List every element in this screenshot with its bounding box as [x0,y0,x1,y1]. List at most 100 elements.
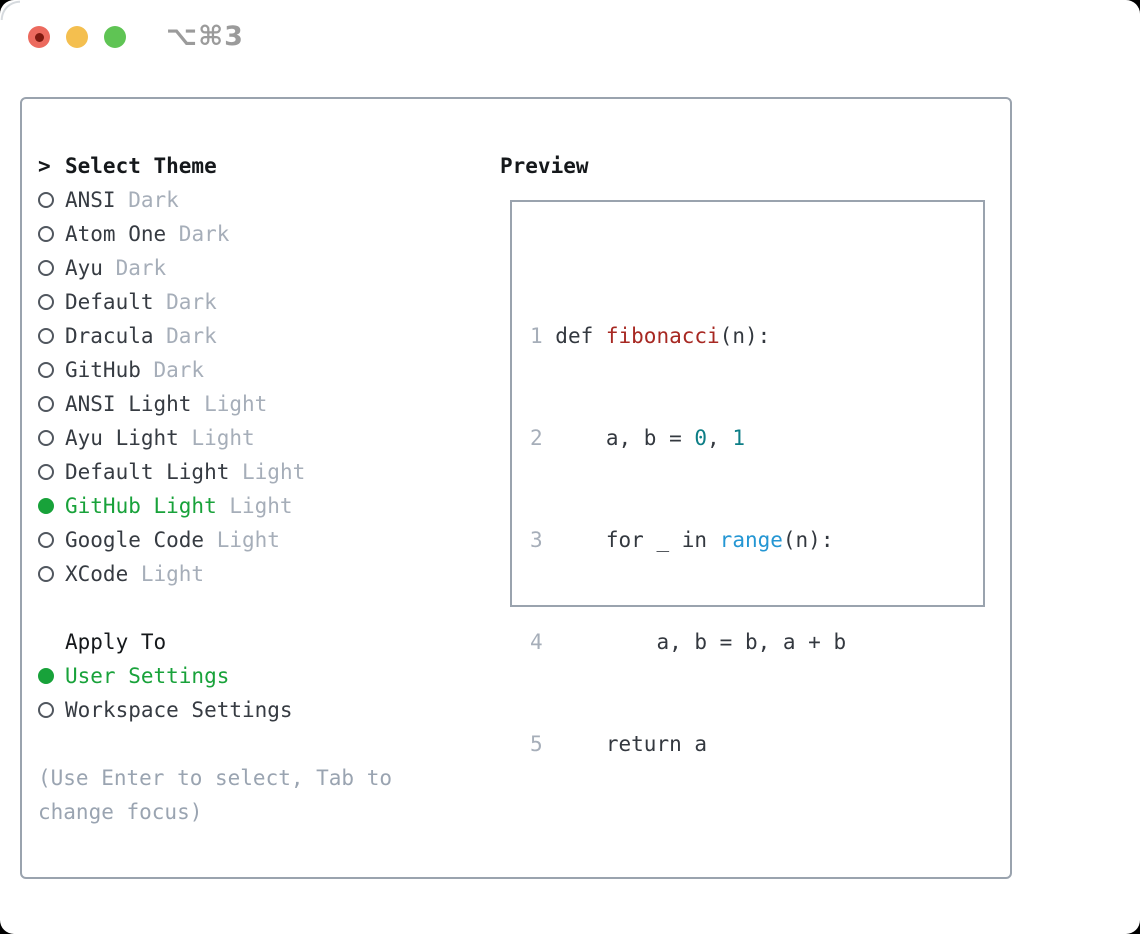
line-number: 1 [530,324,543,348]
code-token: (n): [719,324,771,348]
theme-name: ANSI [65,188,116,212]
theme-variant: Light [191,426,255,450]
theme-name: Google Code [65,528,205,552]
theme-option[interactable]: GitHub Light Light [38,489,468,523]
radio-icon [38,362,54,378]
code-token-number: 1 [732,426,745,450]
theme-option[interactable]: ANSI Dark [38,183,468,217]
theme-variant: Dark [166,290,217,314]
radio-slot [38,430,65,446]
theme-variant: Light [216,528,280,552]
traffic-lights [28,26,126,48]
code-line: 5 return a [530,727,922,761]
theme-name: ANSI Light [65,392,192,416]
radio-slot [38,464,65,480]
apply-to-header: Apply To [38,625,468,659]
radio-slot [38,396,65,412]
code-token: for _ in [555,528,720,552]
radio-icon [38,702,54,718]
radio-icon [38,464,54,480]
theme-name: GitHub Light [65,494,217,518]
titlebar: ⌥⌘3 [0,0,1140,74]
radio-icon [38,226,54,242]
theme-variant: Light [140,562,205,586]
code-token-function: fibonacci [605,324,720,348]
code-token-number: 0 [694,426,708,450]
select-theme-label: Select Theme [65,154,217,178]
window-title: ⌥⌘3 [166,21,244,52]
code-line: 2 a, b = 0, 1 [530,421,922,455]
apply-option-name: Workspace Settings [65,698,293,722]
radio-slot [38,498,65,514]
code-token: a, b = [555,426,695,450]
close-dot-icon [34,32,44,42]
code-token: def [555,324,606,348]
minimize-button[interactable] [66,26,88,48]
radio-icon [38,498,54,514]
radio-icon [38,566,54,582]
theme-name: Atom One [65,222,167,246]
theme-variant: Dark [166,324,217,348]
radio-icon [38,668,54,684]
blank-code-line [530,829,922,863]
radio-icon [38,192,54,208]
radio-slot [38,362,65,378]
code-token: return a [555,732,708,756]
theme-name: Dracula [65,324,154,348]
radio-slot [38,532,65,548]
focus-caret: > [38,154,51,178]
theme-variant: Dark [115,256,167,280]
keyboard-hint: (Use Enter to select, Tab to change focu… [38,766,393,824]
apply-option[interactable]: User Settings [38,659,468,693]
theme-name: XCode [65,562,129,586]
theme-variant: Light [229,494,293,518]
theme-variant: Dark [128,188,179,212]
theme-option[interactable]: Ayu Light Light [38,421,468,455]
radio-slot [38,226,65,242]
close-button[interactable] [28,26,50,48]
theme-option[interactable]: Google Code Light [38,523,468,557]
code-token: , [707,426,733,450]
radio-slot [38,702,65,718]
theme-option[interactable]: Atom One Dark [38,217,468,251]
code-token: (n): [782,528,834,552]
radio-icon [38,260,54,276]
code-line: 1 def fibonacci(n): [530,319,922,353]
line-number: 4 [530,630,543,654]
radio-icon [38,328,54,344]
code-token: a, b = b, a + b [555,630,847,654]
spacer [38,591,468,625]
theme-name: Default [65,290,154,314]
zoom-button[interactable] [104,26,126,48]
radio-icon [38,430,54,446]
apply-to-label: Apply To [65,630,167,654]
theme-option[interactable]: XCode Light [38,557,468,591]
radio-slot [38,566,65,582]
window-corner-decoration [0,0,20,20]
line-number: 3 [530,528,543,552]
theme-option[interactable]: Dracula Dark [38,319,468,353]
theme-name: Ayu Light [65,426,179,450]
radio-icon [38,294,54,310]
radio-slot [38,192,65,208]
line-number: 5 [530,732,543,756]
apply-option-name: User Settings [65,664,230,688]
apply-options-list: User Settings Workspace Settings [38,659,468,727]
apply-option[interactable]: Workspace Settings [38,693,468,727]
theme-option[interactable]: Default Dark [38,285,468,319]
theme-variant: Dark [178,222,230,246]
line-number: 2 [530,426,543,450]
theme-name: GitHub [65,358,141,382]
radio-slot [38,668,65,684]
radio-icon [38,532,54,548]
